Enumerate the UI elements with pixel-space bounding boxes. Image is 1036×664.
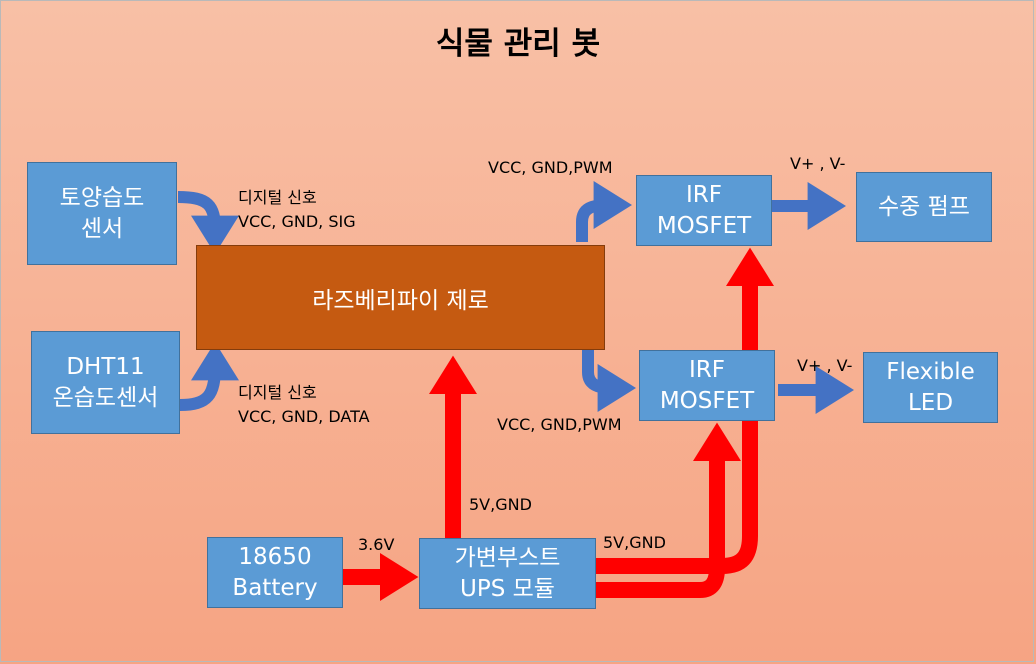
soil-signal-line-1: 디지털 신호 [238,188,317,207]
flexible-led-node: Flexible LED [863,352,998,423]
dht-signal-line-2: VCC, GND, DATA [238,407,370,426]
battery-line-1: 18650 [238,543,312,570]
dht-to-pi-arrow [179,342,239,411]
water-pump-node: 수중 펌프 [856,172,992,242]
water-pump-label: 수중 펌프 [878,193,970,220]
led-line-1: Flexible [886,358,975,385]
mosfet-power-label: 5V,GND [603,533,666,552]
dht11-line-2: 온습도센서 [52,384,159,411]
diagram-title: 식물 관리 봇 [435,26,601,62]
soil-to-pi-arrow [177,191,239,254]
pi-power-label: 5V,GND [469,495,532,514]
mosfet-bottom-node: IRF MOSFET [639,350,775,421]
mosfet-bottom-line-1: IRF [689,356,725,383]
led-line-2: LED [907,389,954,416]
raspberry-pi-label: 라즈베리파이 제로 [312,287,489,314]
battery-line-2: Battery [232,574,318,601]
battery-voltage-label: 3.6V [358,535,395,554]
dht-signal-label: 디지털 신호 VCC, GND, DATA [238,381,370,429]
ups-line-2: UPS 모듈 [460,575,555,602]
mosfet-bottom-line-2: MOSFET [659,387,755,414]
dht11-line-1: DHT11 [66,353,145,380]
ups-to-mosfet-bottom-arrow [596,422,741,598]
pi-to-mosfet-bottom-arrow [582,350,636,412]
soil-signal-line-2: VCC, GND, SIG [238,212,356,231]
led-power-label: V+ , V- [797,356,853,375]
dht-signal-line-1: 디지털 신호 [238,383,317,402]
mosfet-top-line-2: MOSFET [656,212,752,239]
soil-signal-label: 디지털 신호 VCC, GND, SIG [238,186,356,234]
raspberry-pi-zero-node: 라즈베리파이 제로 [196,245,605,350]
ups-module-node: 가변부스트 UPS 모듈 [419,538,596,609]
pwm-bottom-label: VCC, GND,PWM [497,415,622,434]
dht11-sensor-node: DHT11 온습도센서 [31,331,180,434]
mosfet-top-line-1: IRF [686,181,722,208]
pi-to-mosfet-top-arrow [576,181,632,242]
soil-moisture-sensor-node: 토양습도 센서 [27,162,177,265]
pump-power-label: V+ , V- [790,154,846,173]
soil-sensor-line-2: 센서 [80,215,124,242]
battery-node: 18650 Battery [207,537,343,608]
soil-sensor-line-1: 토양습도 [59,184,145,211]
pwm-top-label: VCC, GND,PWM [488,158,613,177]
ups-line-1: 가변부스트 [454,544,561,571]
mosfet-top-node: IRF MOSFET [636,175,772,246]
